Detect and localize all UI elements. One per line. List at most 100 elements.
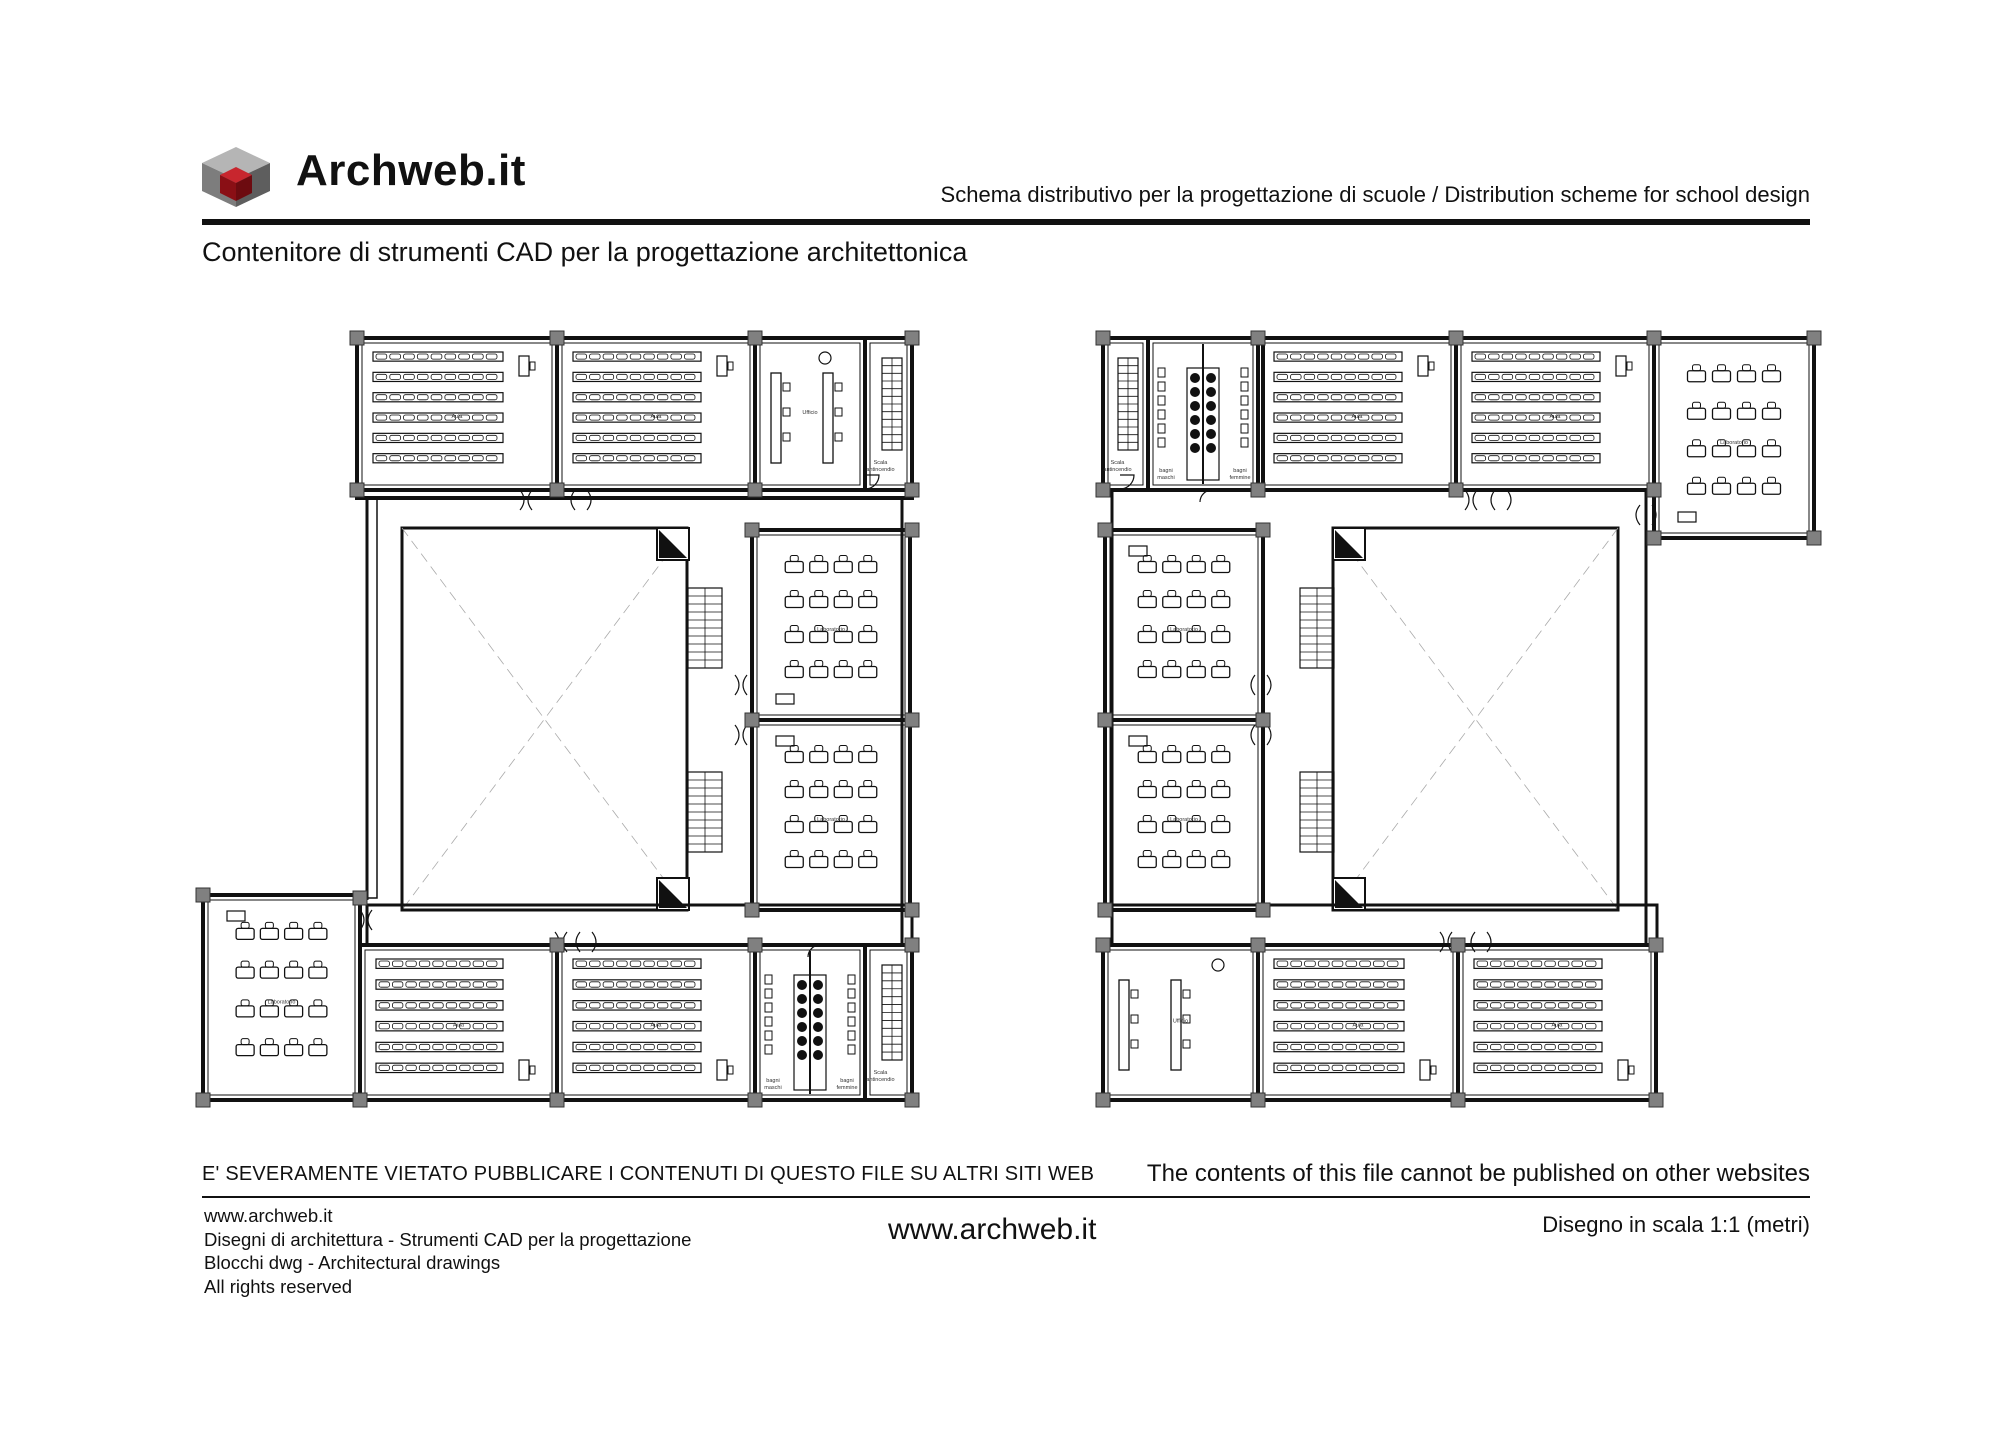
sink-icon (1240, 409, 1249, 420)
chair-icon (1628, 1065, 1635, 1075)
room-scala-antincendio-inner (1107, 342, 1144, 486)
seat-desk-icon (643, 1023, 655, 1030)
seat-desk-icon (1557, 1002, 1570, 1009)
double-door-icon (519, 489, 533, 511)
lab-chair-icon (1767, 476, 1776, 484)
seat-desk-icon (1528, 394, 1541, 401)
seat-desk-icon (575, 394, 587, 401)
seat-desk-icon (684, 1043, 696, 1051)
toilet-icon (1190, 401, 1200, 411)
lab-chair-icon (1142, 850, 1152, 857)
seat-desk-icon (589, 960, 601, 967)
seat-desk-icon (1501, 373, 1514, 380)
seat-desk-icon (643, 1043, 655, 1051)
seat-desk-icon (643, 414, 655, 421)
room-laboratorio (1103, 528, 1265, 722)
seat-desk-icon (575, 373, 587, 380)
pillar (1095, 482, 1111, 498)
seat-desk-icon (445, 1043, 458, 1051)
room-label-aula: Aula (1551, 1023, 1563, 1029)
seat-desk-icon (472, 434, 484, 441)
seat-desk-icon (378, 981, 390, 988)
seat-desk-icon (1583, 373, 1595, 380)
seat-desk-icon (1371, 394, 1383, 401)
lab-chair-icon (838, 745, 848, 752)
seat-desk-icon (1476, 1043, 1488, 1051)
seat-desk-icon (459, 1043, 471, 1051)
website-link[interactable]: www.archweb.it (888, 1213, 1097, 1246)
seat-desk-icon (1530, 960, 1543, 967)
seat-desk-icon (418, 1064, 431, 1071)
lab-desk-icon (858, 750, 878, 764)
seat-desk-icon (1571, 1023, 1583, 1030)
seat-desk-icon (1476, 981, 1488, 988)
seat-desk-icon (575, 981, 587, 988)
lab-chair-icon (289, 960, 299, 968)
seat-desk-icon (1503, 1023, 1516, 1030)
seat-desk-icon (1359, 1023, 1371, 1030)
seat-desk-icon (1544, 1064, 1556, 1071)
bench-row (572, 453, 702, 464)
office-chair-icon (1182, 1039, 1191, 1049)
office-chair-icon (782, 407, 791, 417)
seat-desk-icon (629, 1023, 642, 1030)
seat-desk-icon (1474, 414, 1486, 421)
lab-chair-icon (814, 850, 824, 857)
seat-desk-icon (405, 960, 417, 967)
seat-desk-icon (1474, 434, 1486, 441)
seat-desk-icon (1476, 1023, 1488, 1030)
sink-icon (1157, 381, 1166, 392)
lab-chair-icon (814, 780, 824, 787)
lab-desk-icon (858, 630, 878, 644)
room-aula-inner (561, 949, 751, 1096)
seat-desk-icon (1303, 353, 1316, 360)
sink-icon (1240, 367, 1249, 378)
seat-desk-icon (1331, 1002, 1344, 1009)
lab-desk-icon (235, 1005, 255, 1018)
seat-desk-icon (1373, 981, 1385, 988)
lab-desk-icon (809, 855, 829, 869)
seat-desk-icon (575, 434, 587, 441)
sink-icon (1157, 423, 1166, 434)
seat-desk-icon (444, 394, 457, 401)
lab-chair-icon (1191, 780, 1201, 787)
seat-desk-icon (1501, 455, 1514, 462)
seat-desk-icon (389, 414, 401, 421)
lab-desk-icon (1211, 785, 1231, 799)
room-aula-inner (1262, 949, 1454, 1096)
seat-desk-icon (684, 960, 696, 967)
seat-desk-icon (602, 1002, 615, 1009)
pillar (1095, 330, 1111, 346)
seat-desk-icon (1276, 373, 1288, 380)
seat-desk-icon (684, 394, 696, 401)
toilet-icon (1190, 429, 1200, 439)
pillar (904, 482, 920, 498)
seat-desk-icon (1517, 1023, 1529, 1030)
seat-desk-icon (1501, 414, 1514, 421)
seat-desk-icon (1542, 455, 1554, 462)
double-door-icon (1250, 674, 1272, 696)
seat-desk-icon (485, 414, 498, 421)
brand-name: Archweb.it (296, 146, 526, 195)
seat-desk-icon (1344, 394, 1356, 401)
room-label-maschi: maschi (1157, 475, 1174, 481)
bench-row (1273, 371, 1403, 383)
bench-row (1473, 1000, 1603, 1011)
lab-desk-icon (1736, 445, 1757, 458)
toilet-icon (1190, 373, 1200, 383)
pillar (1448, 330, 1464, 346)
lab-desk-icon (1137, 855, 1157, 869)
seat-desk-icon (1317, 960, 1330, 967)
room-label-aula: Aula (650, 1023, 662, 1029)
seat-desk-icon (430, 353, 443, 360)
seat-desk-icon (432, 1023, 444, 1030)
double-door-icon (734, 674, 748, 696)
seat-desk-icon (1276, 414, 1288, 421)
seat-desk-icon (1583, 394, 1595, 401)
lab-desk-icon (308, 1005, 328, 1018)
seat-desk-icon (684, 1064, 696, 1071)
lab-desk-icon (833, 820, 853, 834)
seat-desk-icon (629, 414, 642, 421)
door-swing-icon (1119, 474, 1135, 490)
lab-chair-icon (264, 999, 274, 1007)
